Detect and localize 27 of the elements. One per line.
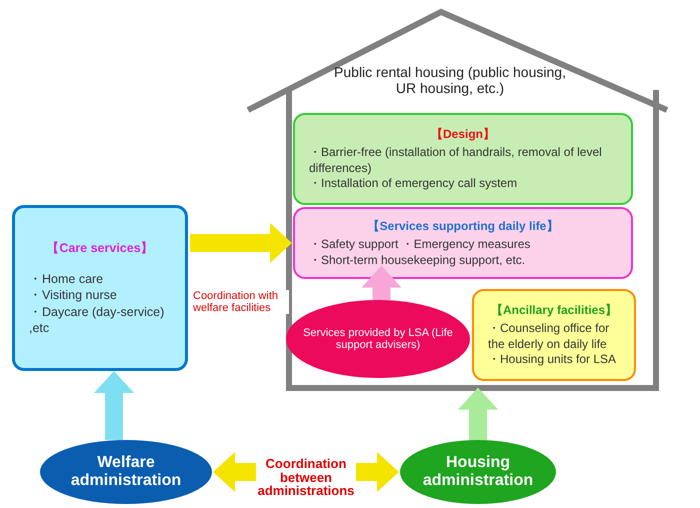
edge-label: Coordination between administrations — [256, 457, 356, 498]
bullet-item: ・Installation of emergency call system — [308, 176, 518, 192]
block-arrow — [362, 266, 402, 300]
design-panel — [293, 113, 633, 205]
bullet-item: ・Visiting nurse — [28, 287, 118, 304]
block-arrow — [190, 223, 292, 263]
care-panel — [12, 205, 188, 371]
bullet-item: ・Daycare (day-service) ,etc — [28, 304, 166, 336]
panel-heading: 【Ancillary facilities】 — [490, 302, 618, 320]
bullet-item: ・Home care — [28, 271, 104, 288]
panel-heading: 【Care services】 — [45, 240, 155, 257]
bullet-item: ・Housing units for LSA — [487, 352, 618, 368]
panel-heading: 【Services supporting daily life】 — [366, 218, 560, 235]
bullet-item: ・Barrier-free (installation of handrails, removal of level differences) — [308, 145, 603, 176]
node-text: Housing administration — [422, 454, 534, 490]
edge-label: Coordination with welfare facilities — [193, 290, 289, 314]
bullet-item: ・Short-term housekeeping support, etc. — [308, 252, 526, 268]
node-text: Services provided by LSA (Life support advisers) — [302, 327, 454, 351]
facilities-panel — [472, 289, 636, 381]
bullet-item: ・Counseling office for the elderly on daily life — [487, 321, 610, 352]
panel-heading: 【Design】 — [430, 126, 496, 144]
services-panel — [293, 207, 633, 279]
block-arrow — [458, 388, 498, 440]
block-arrow — [94, 371, 134, 440]
house-title: Public rental housing (public housing, UR housing, etc.) — [333, 64, 567, 96]
node-text: Welfare administration — [70, 454, 182, 490]
bullet-item: ・Safety support ・Emergency measures — [308, 236, 532, 252]
